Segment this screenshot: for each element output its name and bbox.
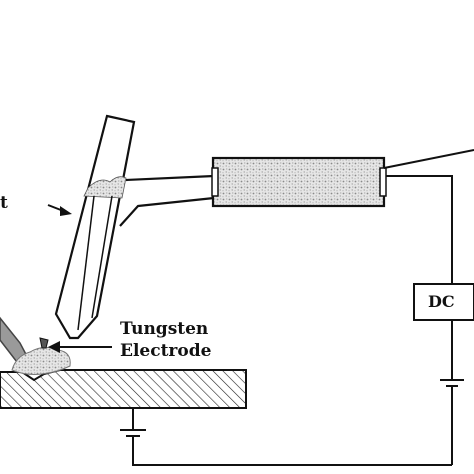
power-cable — [383, 149, 474, 380]
dc-power-source — [413, 283, 474, 321]
cable-insulator — [211, 156, 387, 208]
nozzle-leader-arrow — [47, 204, 72, 216]
base-metal-plate — [0, 369, 247, 409]
tungsten-electrode — [39, 337, 49, 349]
dc-label: DC — [428, 292, 455, 311]
return-lead — [120, 408, 452, 466]
electrode-label: Electrode — [120, 341, 212, 361]
nozzle-label-partial: t — [0, 193, 8, 213]
dc-ground-symbol — [440, 379, 464, 465]
torch-handle — [119, 174, 216, 227]
torch-nozzle — [54, 114, 136, 340]
weld-pool — [11, 346, 71, 375]
electrode-leader-arrow — [48, 341, 112, 353]
tungsten-label: Tungsten — [120, 319, 208, 339]
